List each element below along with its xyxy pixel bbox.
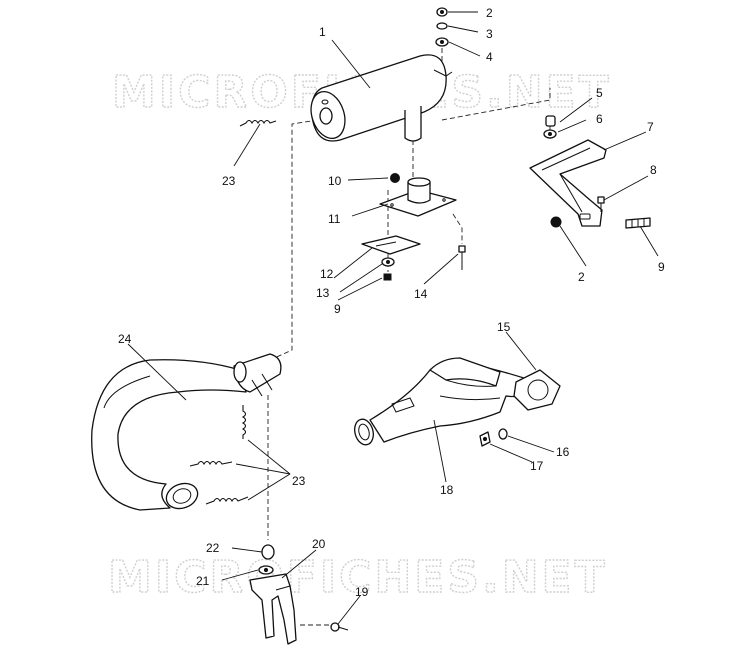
callout-labels: 2 3 4 1 5 6 7 8 23 10 11 2 9 12 13 14 9 …: [118, 6, 665, 599]
callout-5: 5: [596, 86, 603, 100]
expansion-chamber: [91, 353, 282, 511]
callout-11: 11: [328, 212, 341, 226]
nut-2: [550, 216, 562, 228]
rivet-19: [330, 622, 349, 632]
callout-10: 10: [328, 174, 342, 188]
callout-15: 15: [497, 320, 511, 334]
grommet-22: [261, 544, 275, 560]
lower-bracket: [249, 544, 297, 645]
washer-nut-16-17: [479, 428, 508, 447]
callout-6: 6: [596, 112, 603, 126]
bolt-14: [458, 245, 466, 270]
callout-14: 14: [414, 287, 428, 301]
callout-8: 8: [650, 163, 657, 177]
springs: [189, 119, 277, 505]
exhaust-manifold: [354, 357, 561, 446]
gasket-15: [513, 369, 561, 411]
callout-22: 22: [206, 541, 220, 555]
grommet-10: [390, 173, 400, 183]
callout-2-bracket: 2: [578, 270, 585, 284]
spacer-washer: [543, 115, 557, 139]
callout-3: 3: [486, 27, 493, 41]
leader-lines: [127, 11, 659, 625]
callout-1: 1: [319, 25, 326, 39]
callout-19: 19: [355, 585, 369, 599]
callout-12: 12: [320, 267, 334, 281]
callout-16: 16: [556, 445, 570, 459]
callout-23-lower: 23: [292, 474, 306, 488]
callout-20: 20: [312, 537, 326, 551]
callout-4: 4: [486, 50, 493, 64]
callout-13: 13: [316, 286, 330, 300]
top-hardware: [435, 7, 449, 47]
callout-9-lower: 9: [334, 302, 341, 316]
callout-24: 24: [118, 332, 132, 346]
callout-23-top: 23: [222, 174, 236, 188]
bolt-9: [625, 217, 651, 229]
watermark-bottom: MICROFICHES.NET: [108, 552, 608, 603]
callout-21: 21: [196, 574, 210, 588]
bolt-9-lower: [383, 273, 392, 281]
callout-17: 17: [530, 459, 544, 473]
callout-2-top: 2: [486, 6, 493, 20]
callout-9-bracket: 9: [658, 260, 665, 274]
callout-7: 7: [647, 120, 654, 134]
washer-13: [381, 257, 395, 267]
callout-18: 18: [440, 483, 454, 497]
bracket-plate-12: [361, 235, 421, 255]
muffler-bracket: [529, 139, 607, 227]
flange-plate: [379, 177, 457, 217]
muffler: [310, 54, 453, 142]
